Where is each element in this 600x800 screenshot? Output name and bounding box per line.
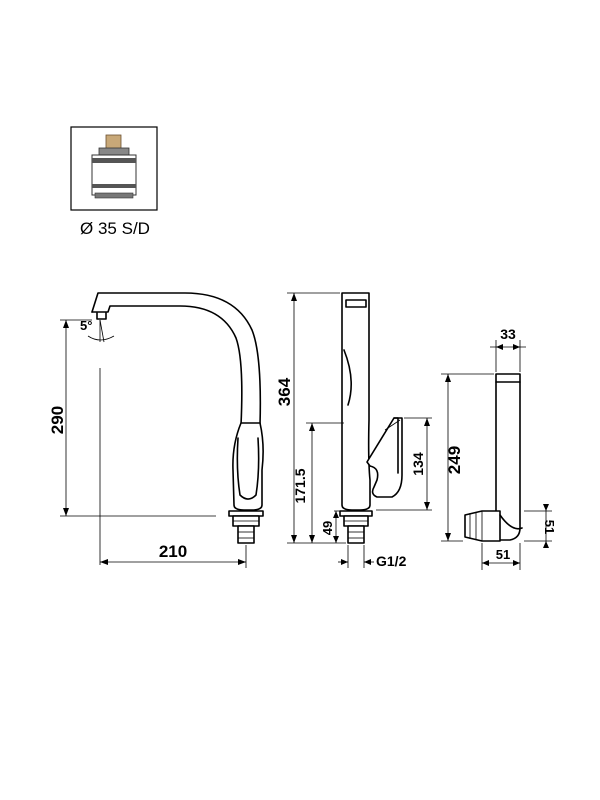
dimension-249 xyxy=(441,373,494,542)
dimension-171-5-label: 171.5 xyxy=(292,468,308,503)
dimension-49 xyxy=(333,510,340,543)
dimension-290 xyxy=(60,319,216,517)
dimension-33 xyxy=(490,340,526,372)
dimension-171-5 xyxy=(306,422,344,543)
dimension-51-vertical xyxy=(524,504,552,548)
dimension-49-label: 49 xyxy=(320,521,335,535)
dimension-364-label: 364 xyxy=(275,377,294,406)
dimension-134 xyxy=(376,417,432,511)
cartridge-icon xyxy=(70,126,158,211)
angle-label: 5° xyxy=(80,318,92,333)
cartridge-label: Ø 35 S/D xyxy=(80,219,150,238)
dimension-51-horizontal-label: 51 xyxy=(496,547,510,562)
dimension-51-vertical-label: 51 xyxy=(542,520,557,534)
dimension-290-label: 290 xyxy=(48,406,67,434)
side-view xyxy=(339,292,403,544)
dimension-249-label: 249 xyxy=(445,446,464,474)
front-view xyxy=(87,292,264,565)
dimension-364 xyxy=(287,292,346,544)
dimension-210-label: 210 xyxy=(159,542,187,561)
dimension-g12-label: G1/2 xyxy=(376,553,407,569)
dimension-33-label: 33 xyxy=(500,326,516,342)
dimension-g12 xyxy=(338,545,374,568)
end-view xyxy=(464,373,523,542)
dimension-134-label: 134 xyxy=(410,452,426,476)
dimension-210 xyxy=(100,545,247,568)
dimension-51-horizontal xyxy=(481,543,521,570)
